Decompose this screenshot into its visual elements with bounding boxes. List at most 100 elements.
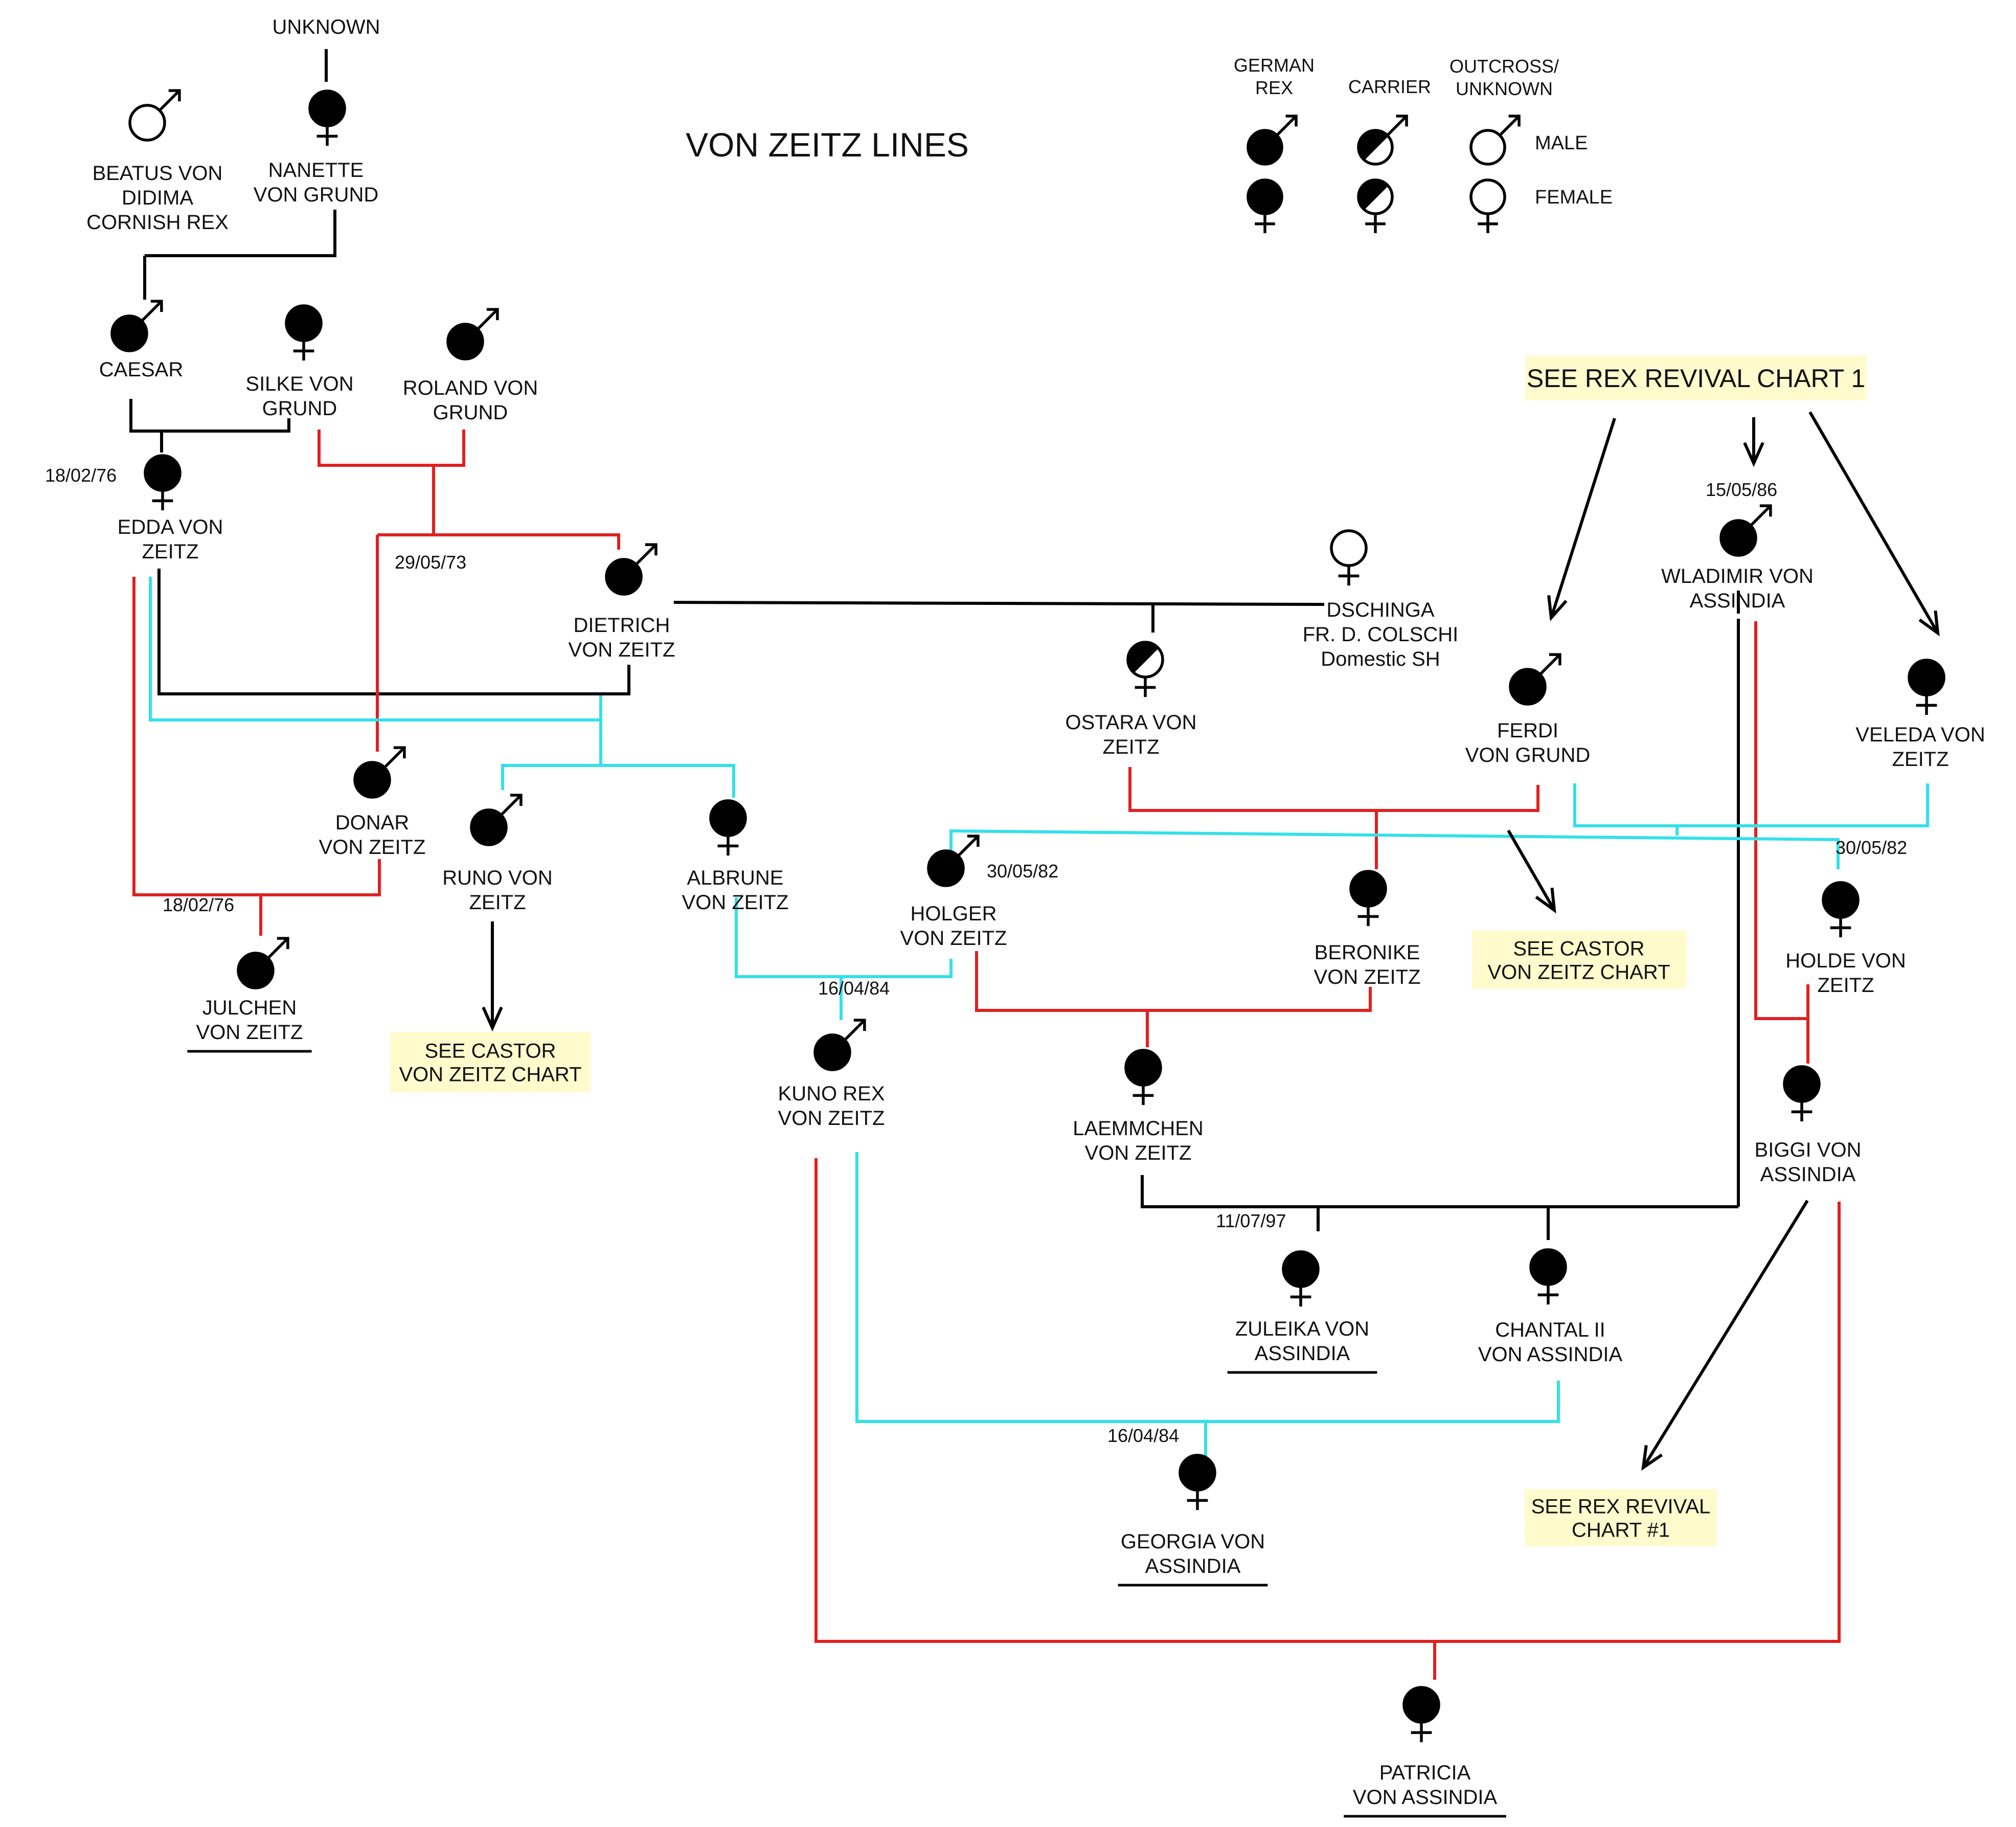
chart-title: VON ZEITZ LINES xyxy=(686,126,969,164)
pedigree-line xyxy=(501,720,602,790)
kuno-male-symbol-icon xyxy=(813,1019,866,1071)
veleda-female-symbol-icon xyxy=(1908,659,1945,715)
edda-female-symbol-icon xyxy=(144,454,182,511)
arrow-head xyxy=(1918,610,1940,637)
pedigree-line xyxy=(673,601,1325,606)
n-revival-top-note: SEE REX REVIVAL CHART 1 xyxy=(1525,355,1867,400)
pedigree-line xyxy=(814,1158,1841,1643)
roland-male-symbol-icon xyxy=(446,308,499,360)
legend-outcross-male-icon xyxy=(1469,115,1521,166)
cat-symbols xyxy=(110,89,1945,1743)
georgia-female-symbol-icon xyxy=(1179,1454,1216,1510)
dschinga-female-symbol-icon xyxy=(1330,529,1368,586)
date-label: 16/04/84 xyxy=(818,978,890,999)
dietrich-male-symbol-icon xyxy=(605,543,658,596)
legend-row-female-label: FEMALE xyxy=(1535,187,1613,208)
ostara-female-symbol-icon xyxy=(1126,641,1164,697)
pedigree-line xyxy=(949,829,1840,869)
arrow-head xyxy=(1547,595,1568,622)
legend-rex-female-icon xyxy=(1247,178,1283,233)
donar-male-symbol-icon xyxy=(353,746,406,799)
arrow-head xyxy=(482,1006,503,1032)
holger-male-symbol-icon xyxy=(927,834,980,887)
biggi-female-symbol-icon xyxy=(1783,1065,1821,1122)
connector-lines xyxy=(129,49,1940,1680)
pedigree-line xyxy=(145,210,336,257)
date-label: 29/05/73 xyxy=(395,552,466,573)
julchen-male-symbol-icon xyxy=(237,937,289,989)
pedigree-line xyxy=(1573,783,1929,827)
pedigree-line xyxy=(318,430,465,467)
zuleika-female-symbol-icon xyxy=(1282,1250,1320,1307)
legend-row-male-label: MALE xyxy=(1535,132,1588,154)
pedigree-line xyxy=(129,399,290,433)
nanette-female-symbol-icon xyxy=(308,89,346,146)
date-label: 30/05/82 xyxy=(987,861,1058,882)
caesar-name-label: CAESAR xyxy=(99,358,184,381)
runo-male-symbol-icon xyxy=(470,794,523,846)
beronike-female-symbol-icon xyxy=(1349,870,1387,927)
wladimir-male-symbol-icon xyxy=(1719,504,1772,557)
albrune-female-symbol-icon xyxy=(709,799,747,856)
date-label: 30/05/82 xyxy=(1836,837,1907,858)
arrow-line xyxy=(1642,1200,1809,1469)
date-label: 18/02/76 xyxy=(45,465,117,486)
note-text: SEE REX REVIVAL CHART 1 xyxy=(1527,364,1865,393)
date-label: 16/04/84 xyxy=(1107,1425,1179,1446)
date-label: 15/05/86 xyxy=(1706,479,1777,500)
arrow-line xyxy=(1808,411,1939,634)
pedigree-line xyxy=(1754,621,1809,1020)
pedigree-line xyxy=(855,1152,1560,1423)
pedigree-line xyxy=(1141,1175,1738,1208)
legend-rex-male-icon xyxy=(1247,115,1298,166)
laemmchen-female-symbol-icon xyxy=(1124,1049,1162,1106)
arrow-line xyxy=(1550,418,1616,618)
unknown-name-label: UNKNOWN xyxy=(272,16,380,38)
arrow-line xyxy=(1507,829,1556,911)
legend-carrier-male-icon xyxy=(1357,115,1408,166)
date-label: 18/02/76 xyxy=(163,894,234,915)
caesar-male-symbol-icon xyxy=(110,300,163,352)
pedigree-line xyxy=(157,569,630,695)
pedigree-line xyxy=(149,577,602,721)
ferdi-male-symbol-icon xyxy=(1509,653,1561,706)
arrow-head xyxy=(1743,442,1764,467)
date-label: 11/07/97 xyxy=(1216,1210,1286,1231)
silke-female-symbol-icon xyxy=(285,304,323,361)
arrow-head xyxy=(1535,887,1556,914)
legend-category-label: OUTCROSS/UNKNOWN xyxy=(1449,56,1559,99)
pedigree-line xyxy=(1128,767,1539,812)
legend-outcross-female-icon xyxy=(1469,178,1506,233)
